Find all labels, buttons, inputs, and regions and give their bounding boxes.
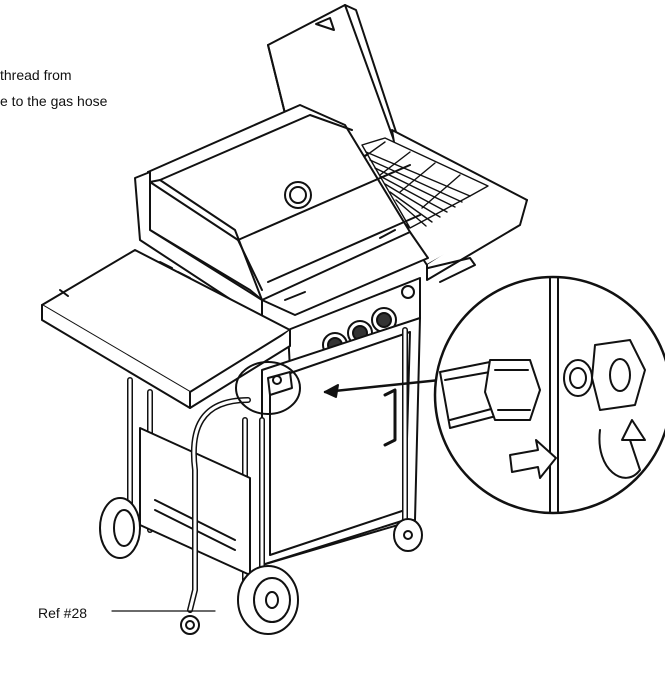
wheels (99, 497, 423, 635)
regulator-icon (180, 615, 200, 635)
connection-highlight (235, 361, 301, 415)
detail-magnifier (433, 275, 665, 515)
instruction-line-2: e to the gas hose (0, 93, 108, 109)
instruction-line-1: thread from (0, 67, 72, 83)
ref-label: Ref #28 (38, 605, 88, 621)
grill-hood (147, 104, 429, 316)
pointer-arrow (323, 378, 442, 398)
left-side-shelf (41, 249, 291, 409)
thermometer-icon (284, 181, 312, 209)
caster-wheel (393, 518, 423, 552)
cooking-grate (359, 137, 489, 229)
gas-hose (180, 397, 251, 635)
push-arrow-icon (509, 439, 557, 479)
igniter-button (401, 285, 415, 299)
rotate-arrow-icon (598, 429, 641, 479)
